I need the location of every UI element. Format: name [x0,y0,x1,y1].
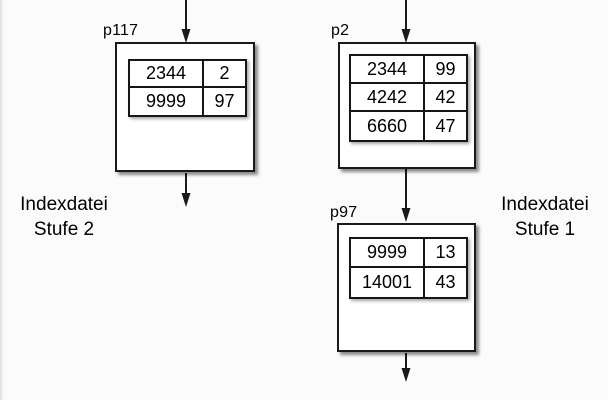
arrow-into-p117 [181,0,191,43]
caption-stufe-1: Indexdatei Stufe 1 [483,192,607,242]
index-table-p117: 2344 2 9999 97 [128,59,247,117]
node-box-p2: 2344 99 4242 42 6660 47 [338,42,476,169]
table-row: 9999 13 [351,239,466,268]
table-row: 2344 2 [130,61,245,88]
pointer-cell: 2 [219,63,230,83]
pointer-cell: 47 [435,115,456,136]
key-cell: 6660 [351,112,425,140]
key-cell: 9999 [130,88,204,115]
table-row: 2344 99 [351,56,466,84]
arrow-out-of-p97 [401,353,411,382]
table-row: 9999 97 [130,88,245,115]
pointer-cell: 43 [435,272,456,292]
index-table-p97: 9999 13 14001 43 [349,237,468,299]
key-cell: 2344 [351,56,425,82]
arrow-p2-to-p97 [401,169,411,222]
node-label-p117: p117 [103,22,139,39]
key-cell: 14001 [351,268,425,297]
pointer-cell: 42 [435,86,456,107]
pointer-cell: 13 [435,242,456,262]
key-cell: 9999 [351,239,425,266]
index-table-p2: 2344 99 4242 42 6660 47 [349,54,468,142]
caption-line: Indexdatei [501,194,589,215]
node-box-p97: 9999 13 14001 43 [337,223,476,352]
pointer-cell: 99 [435,58,456,79]
caption-line: Stufe 2 [33,219,95,240]
arrow-into-p2 [401,0,411,43]
left-edge-strip [0,0,4,400]
table-row: 14001 43 [351,268,466,297]
caption-line: Indexdatei [20,194,108,215]
key-cell: 4242 [351,84,425,110]
node-box-p117: 2344 2 9999 97 [115,42,255,172]
pointer-cell: 97 [214,91,235,111]
caption-stufe-2: Indexdatei Stufe 2 [2,192,126,242]
arrow-out-of-p117 [181,173,191,207]
node-label-p97: p97 [330,204,358,221]
caption-line: Stufe 1 [514,219,576,240]
key-cell: 2344 [130,61,204,86]
node-label-p2: p2 [331,22,350,39]
table-row: 4242 42 [351,84,466,112]
table-row: 6660 47 [351,112,466,140]
